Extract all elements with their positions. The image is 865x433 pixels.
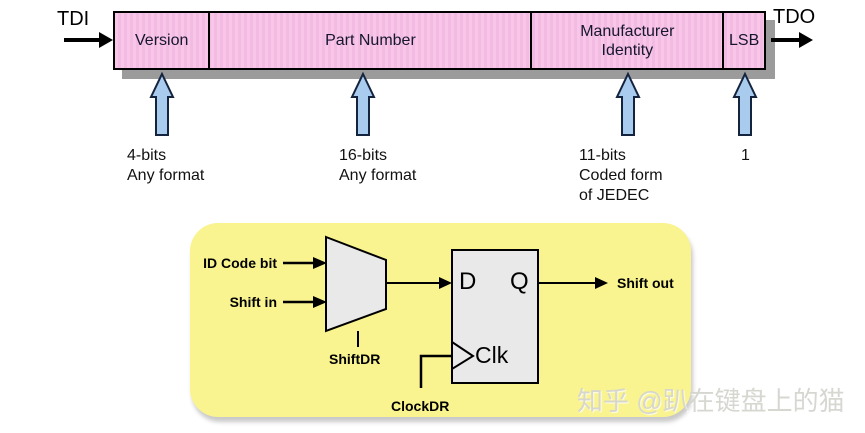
tdo-arrow-icon xyxy=(771,32,813,48)
desc-line: of JEDEC xyxy=(579,187,650,204)
register-field-label: Version xyxy=(135,32,189,49)
flipflop-clk-label: Clk xyxy=(475,342,509,368)
field-desc-manufacturer: 11-bits Coded form of JEDEC xyxy=(579,146,663,206)
desc-line: Any format xyxy=(127,167,205,184)
bit-arrow-part-number-icon xyxy=(350,71,376,136)
tdo-label: TDO xyxy=(773,6,816,28)
flipflop-q-label: Q xyxy=(510,268,529,295)
bit-arrow-lsb-icon xyxy=(732,71,758,136)
desc-line: 16-bits xyxy=(339,147,388,164)
field-desc-lsb: 1 xyxy=(741,146,750,166)
register-field-label: Manufacturer Identity xyxy=(580,22,675,59)
flipflop-d-label: D xyxy=(459,268,477,295)
register-field-part-number: Part Number xyxy=(208,13,530,68)
shift-in-label: Shift in xyxy=(229,294,277,310)
shiftdr-label: ShiftDR xyxy=(329,351,381,367)
field-desc-version: 4-bits Any format xyxy=(127,146,204,186)
register-field-label: LSB xyxy=(729,32,760,49)
desc-line: 11-bits xyxy=(579,147,626,164)
tdi-label: TDI xyxy=(57,8,90,30)
register-field-lsb: LSB xyxy=(722,13,764,68)
id-code-bit-label: ID Code bit xyxy=(203,255,277,271)
field-desc-part-number: 16-bits Any format xyxy=(339,146,416,186)
desc-line: 4-bits xyxy=(127,147,167,164)
clockdr-label: ClockDR xyxy=(391,398,450,414)
shift-out-label: Shift out xyxy=(617,275,674,291)
zhihu-watermark: 知乎 @趴在键盘上的猫 xyxy=(577,386,845,416)
bit-arrow-version-icon xyxy=(149,71,175,136)
register-field-version: Version xyxy=(115,13,208,68)
desc-line: Coded form xyxy=(579,167,663,184)
register-field-label: Part Number xyxy=(325,32,416,49)
desc-line: 1 xyxy=(741,147,750,164)
tdi-arrow-icon xyxy=(64,32,113,48)
desc-line: Any format xyxy=(339,167,417,184)
idcode-register-bar: Version Part Number Manufacturer Identit… xyxy=(113,11,766,70)
register-field-manufacturer-identity: Manufacturer Identity xyxy=(530,13,722,68)
bit-arrow-manufacturer-icon xyxy=(615,71,641,136)
